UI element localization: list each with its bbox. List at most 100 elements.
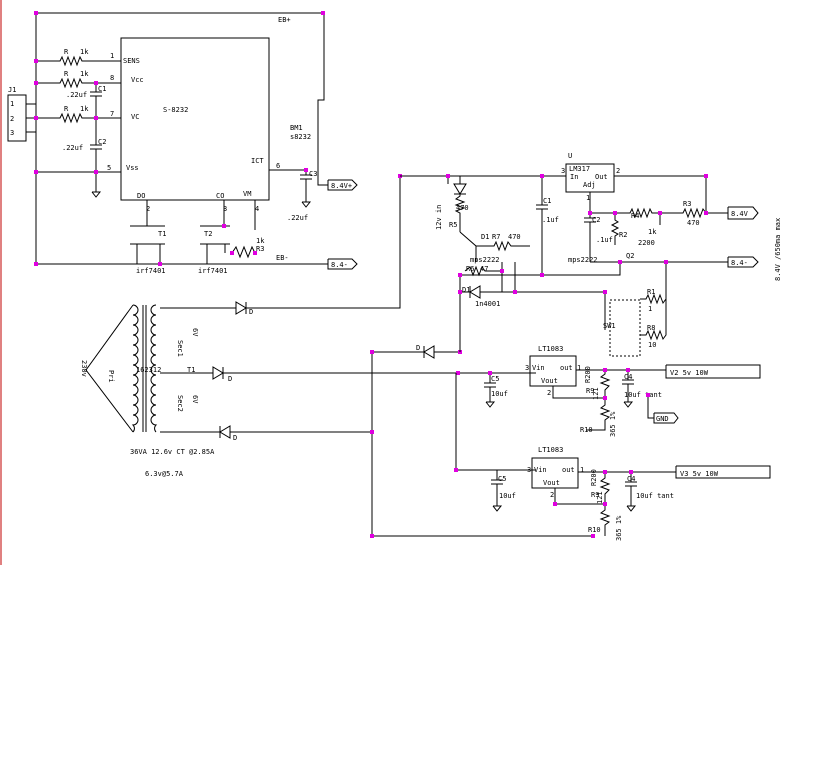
v2-r9-label: R9 xyxy=(586,387,594,395)
pri-voltage: 230v xyxy=(80,360,88,377)
v2-vin: Vin xyxy=(532,364,545,372)
gnd-tag xyxy=(653,412,679,424)
pin-num-4: 4 xyxy=(255,205,259,213)
c2-value: .22uf xyxy=(62,144,83,152)
v3-r10-label: R10 xyxy=(588,526,601,534)
ic-pin-do: DO xyxy=(137,192,145,200)
pin-num-1: 1 xyxy=(110,52,114,60)
c3-label: C3 xyxy=(309,170,317,178)
v3-out: out xyxy=(562,466,575,474)
charger-c1-label: C1 xyxy=(543,197,551,205)
charger-out-label: 8.4V xyxy=(731,210,749,218)
v2-r10-value: 365 1% xyxy=(609,411,617,437)
ic-pin-sens: SENS xyxy=(123,57,140,65)
j1-pin1: 1 xyxy=(10,100,14,108)
lm317-u: U xyxy=(568,152,572,160)
sec2-voltage: 6V xyxy=(191,395,199,404)
r3-label: R3 xyxy=(256,245,264,253)
supply-v3-section: LT1083 Vin out Vout 3 2 1 C5 10uf V3 5v … xyxy=(454,446,771,541)
r1-value: 1 xyxy=(648,305,652,313)
ic-pin-co: CO xyxy=(216,192,224,200)
r-vcc-value: 1k xyxy=(80,70,89,78)
r-vcc-label: R xyxy=(64,70,69,78)
j1-label: J1 xyxy=(8,86,16,94)
lm317-pin1: 1 xyxy=(586,194,590,202)
pin-num-5: 5 xyxy=(107,164,111,172)
v3-r9-label: R9 xyxy=(591,491,599,499)
v2-c4-label: C4 xyxy=(624,373,632,381)
r2-label: R2 xyxy=(619,231,627,239)
pin-num-7: 7 xyxy=(110,110,114,118)
v3-out-tag xyxy=(675,465,771,479)
pin-num-8: 8 xyxy=(110,74,114,82)
transformer-section: 230v Pri Sec1 6V Sec2 6V 162312 T1 36VA … xyxy=(80,174,593,538)
t1-label: T1 xyxy=(158,230,166,238)
lm317-out: Out xyxy=(595,173,608,181)
r6-label: R6 xyxy=(466,265,474,273)
v2-vout: Vout xyxy=(541,377,558,385)
tr-id: T1 xyxy=(187,366,195,374)
gnd-label: GND xyxy=(656,415,669,423)
pin-num-2: 2 xyxy=(146,205,150,213)
charger-minus-label: 8.4- xyxy=(731,259,748,267)
lm317-name: LM317 xyxy=(569,165,590,173)
r8-value: 10 xyxy=(648,341,656,349)
s8232-ic xyxy=(120,37,270,201)
ic-pin-vss: Vss xyxy=(126,164,139,172)
charger-out-tag xyxy=(727,206,759,220)
v2-pin3: 3 xyxy=(525,364,529,372)
r8-label: R8 xyxy=(647,324,655,332)
v3-r9-value: 121 xyxy=(596,491,604,504)
v2-out: out xyxy=(560,364,573,372)
v3-c4-label: C4 xyxy=(627,475,635,483)
c1-label: C1 xyxy=(98,85,106,93)
charger-r3-label: R3 xyxy=(683,200,691,208)
charger-minus-tag xyxy=(727,256,759,268)
coil-id: 162312 xyxy=(136,366,161,374)
tr-rating: 36VA 12.6v CT @2.85A xyxy=(130,448,215,456)
side-note: 8.4V /650ma max xyxy=(774,218,782,281)
r1-label: R1 xyxy=(647,288,655,296)
r4-label: R4 xyxy=(631,212,639,220)
v3-output-label: V3 5v 10W xyxy=(680,470,719,478)
lm317-in: In xyxy=(570,173,578,181)
sec1-voltage: 6V xyxy=(191,328,199,337)
out-plus-label: 8.4V+ xyxy=(331,182,352,190)
v3-pin1: 1 xyxy=(580,466,584,474)
sw1 xyxy=(609,299,641,357)
d1b-label: D1 xyxy=(462,286,470,294)
j1-pin3: 3 xyxy=(10,129,14,137)
t1-part: irf7401 xyxy=(136,267,166,275)
ic-pin-vm: VM xyxy=(243,190,251,198)
v2-c5-value: 10uf xyxy=(491,390,508,398)
supply-v2-section: LT1083 Vin out Vout 3 2 1 C5 10uf V2 5v … xyxy=(455,345,761,471)
r5-label: R5 xyxy=(449,221,457,229)
v3-pin2: 2 xyxy=(550,491,554,499)
v2-out-tag xyxy=(665,364,761,379)
charger-c2-value: .1uf xyxy=(596,236,613,244)
d-ret-label: D xyxy=(416,344,420,352)
sw1-label: SW1 xyxy=(603,322,616,330)
q2-name: Q2 xyxy=(626,252,634,260)
lm317-pin3: 3 xyxy=(561,167,565,175)
input-note: 12v in xyxy=(435,205,443,230)
tr-rating2: 6.3v@5.7A xyxy=(145,470,184,478)
lm317-pin2: 2 xyxy=(616,167,620,175)
charger-c1-value: .1uf xyxy=(542,216,559,224)
eb-plus-label: EB+ xyxy=(278,16,291,24)
charger-c2-label: C2 xyxy=(592,216,600,224)
out-minus-tag xyxy=(327,258,358,270)
charger-r3-value: 470 xyxy=(687,219,700,227)
c2-label: C2 xyxy=(98,138,106,146)
v2-reg-name: LT1083 xyxy=(538,345,563,353)
c3-value: .22uf xyxy=(287,214,308,222)
v3-vin: Vin xyxy=(534,466,547,474)
v2-output-label: V2 5v 10W xyxy=(670,369,709,377)
r7-value: 470 xyxy=(508,233,521,241)
sec2-label: Sec2 xyxy=(176,395,184,412)
pri-label: Pri xyxy=(107,370,115,383)
pin-num-6: 6 xyxy=(276,162,280,170)
v2-c5-label: C5 xyxy=(491,375,499,383)
j1-pin2: 2 xyxy=(10,115,14,123)
v2-pin1: 1 xyxy=(577,364,581,372)
